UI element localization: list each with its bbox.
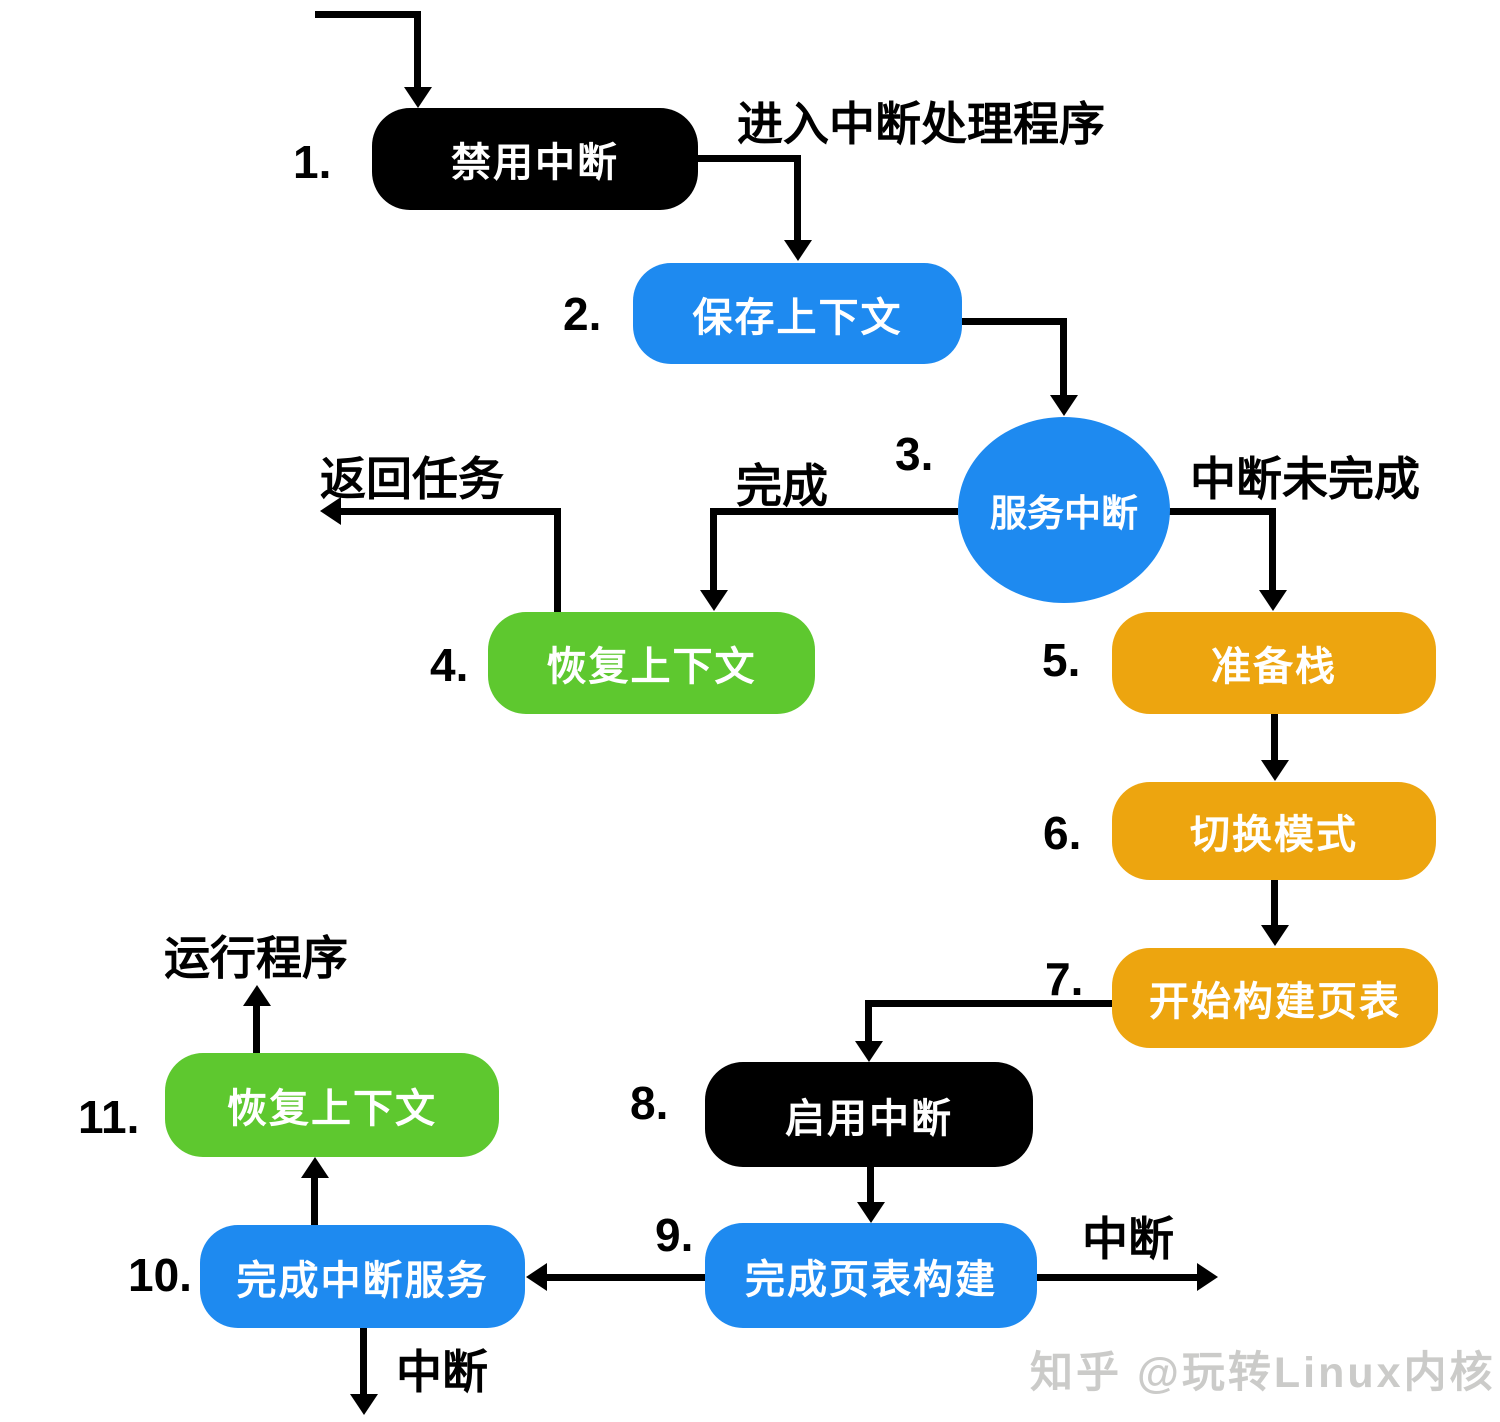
step-number-2: 2.	[563, 288, 602, 340]
step-number-1: 1.	[293, 136, 332, 188]
step-number-4: 4.	[430, 639, 469, 691]
arrowhead-up	[301, 1157, 329, 1178]
node-disable-interrupts: 禁用中断	[372, 108, 698, 210]
arrowhead-down	[857, 1202, 885, 1223]
arrowhead-down	[1050, 395, 1078, 416]
connector-line	[710, 508, 958, 515]
connector-line	[546, 1274, 705, 1281]
node-restore-context-4: 恢复上下文	[488, 612, 815, 714]
arrowhead-left	[320, 497, 341, 525]
arrowhead-down	[784, 240, 812, 261]
connector-line	[554, 508, 561, 612]
label-interrupt-right: 中断	[1082, 1213, 1174, 1265]
connector-line	[253, 1004, 260, 1053]
watermark-zhihu: 知乎 @玩转Linux内核	[1030, 1349, 1496, 1397]
label-done: 完成	[736, 460, 828, 512]
arrowhead-down	[855, 1041, 883, 1062]
connector-line	[315, 11, 421, 18]
step-number-5: 5.	[1042, 634, 1081, 686]
arrowhead-down	[700, 590, 728, 611]
arrowhead-down	[1261, 925, 1289, 946]
node-label: 切换模式	[1190, 813, 1358, 857]
node-label: 恢复上下文	[227, 1087, 437, 1131]
node-label: 恢复上下文	[546, 645, 757, 689]
connector-line	[962, 318, 1067, 325]
arrowhead-down	[1259, 590, 1287, 611]
step-number-7: 7.	[1045, 953, 1084, 1005]
node-label: 服务中断	[990, 493, 1138, 534]
node-save-context: 保存上下文	[633, 263, 962, 364]
node-label: 启用中断	[785, 1096, 953, 1141]
node-prepare-stack: 准备栈	[1112, 612, 1436, 714]
node-service-interrupt: 服务中断	[958, 417, 1170, 603]
label-run-program: 运行程序	[164, 932, 348, 984]
connector-line	[698, 155, 801, 162]
step-number-6: 6.	[1043, 807, 1082, 859]
node-label: 禁用中断	[451, 141, 619, 185]
node-switch-mode: 切换模式	[1112, 782, 1436, 880]
label-enter-interrupt-handler: 进入中断处理程序	[737, 98, 1105, 150]
arrowhead-down	[1261, 760, 1289, 781]
connector-line	[1271, 880, 1278, 927]
step-number-3: 3.	[895, 428, 934, 480]
node-finish-page-table: 完成页表构建	[705, 1223, 1037, 1328]
connector-line	[1166, 508, 1276, 515]
node-label: 完成页表构建	[745, 1257, 997, 1302]
connector-line	[1060, 318, 1067, 397]
step-number-10: 10.	[128, 1249, 192, 1301]
connector-line	[867, 1167, 874, 1204]
node-enable-interrupts: 启用中断	[705, 1062, 1033, 1167]
connector-line	[865, 1000, 872, 1043]
connector-line	[794, 155, 801, 241]
connector-line	[1271, 714, 1278, 762]
step-number-11: 11.	[78, 1091, 140, 1143]
arrowhead-up	[243, 985, 271, 1006]
arrowhead-right	[1197, 1263, 1218, 1291]
connector-line	[1269, 508, 1276, 592]
arrowhead-left	[526, 1263, 547, 1291]
node-label: 准备栈	[1211, 645, 1337, 689]
node-label: 开始构建页表	[1149, 980, 1401, 1024]
arrowhead-down	[404, 87, 432, 108]
connector-line	[710, 508, 717, 592]
step-number-8: 8.	[630, 1077, 669, 1129]
node-label: 保存上下文	[692, 295, 903, 340]
connector-line	[865, 1000, 1112, 1007]
label-return-task: 返回任务	[320, 453, 504, 505]
connector-line	[311, 1176, 318, 1225]
node-start-build-page-table: 开始构建页表	[1112, 948, 1438, 1048]
label-interrupt-not-done: 中断未完成	[1190, 453, 1420, 505]
node-finish-interrupt-service: 完成中断服务	[200, 1225, 525, 1328]
arrowhead-down	[350, 1394, 378, 1415]
label-interrupt-bottom: 中断	[396, 1346, 488, 1398]
connector-line	[340, 508, 561, 515]
node-restore-context-11: 恢复上下文	[165, 1053, 499, 1157]
connector-line	[1037, 1274, 1199, 1281]
connector-line	[414, 11, 421, 90]
connector-line	[360, 1328, 367, 1396]
step-number-9: 9.	[655, 1209, 694, 1261]
node-label: 完成中断服务	[236, 1258, 489, 1303]
